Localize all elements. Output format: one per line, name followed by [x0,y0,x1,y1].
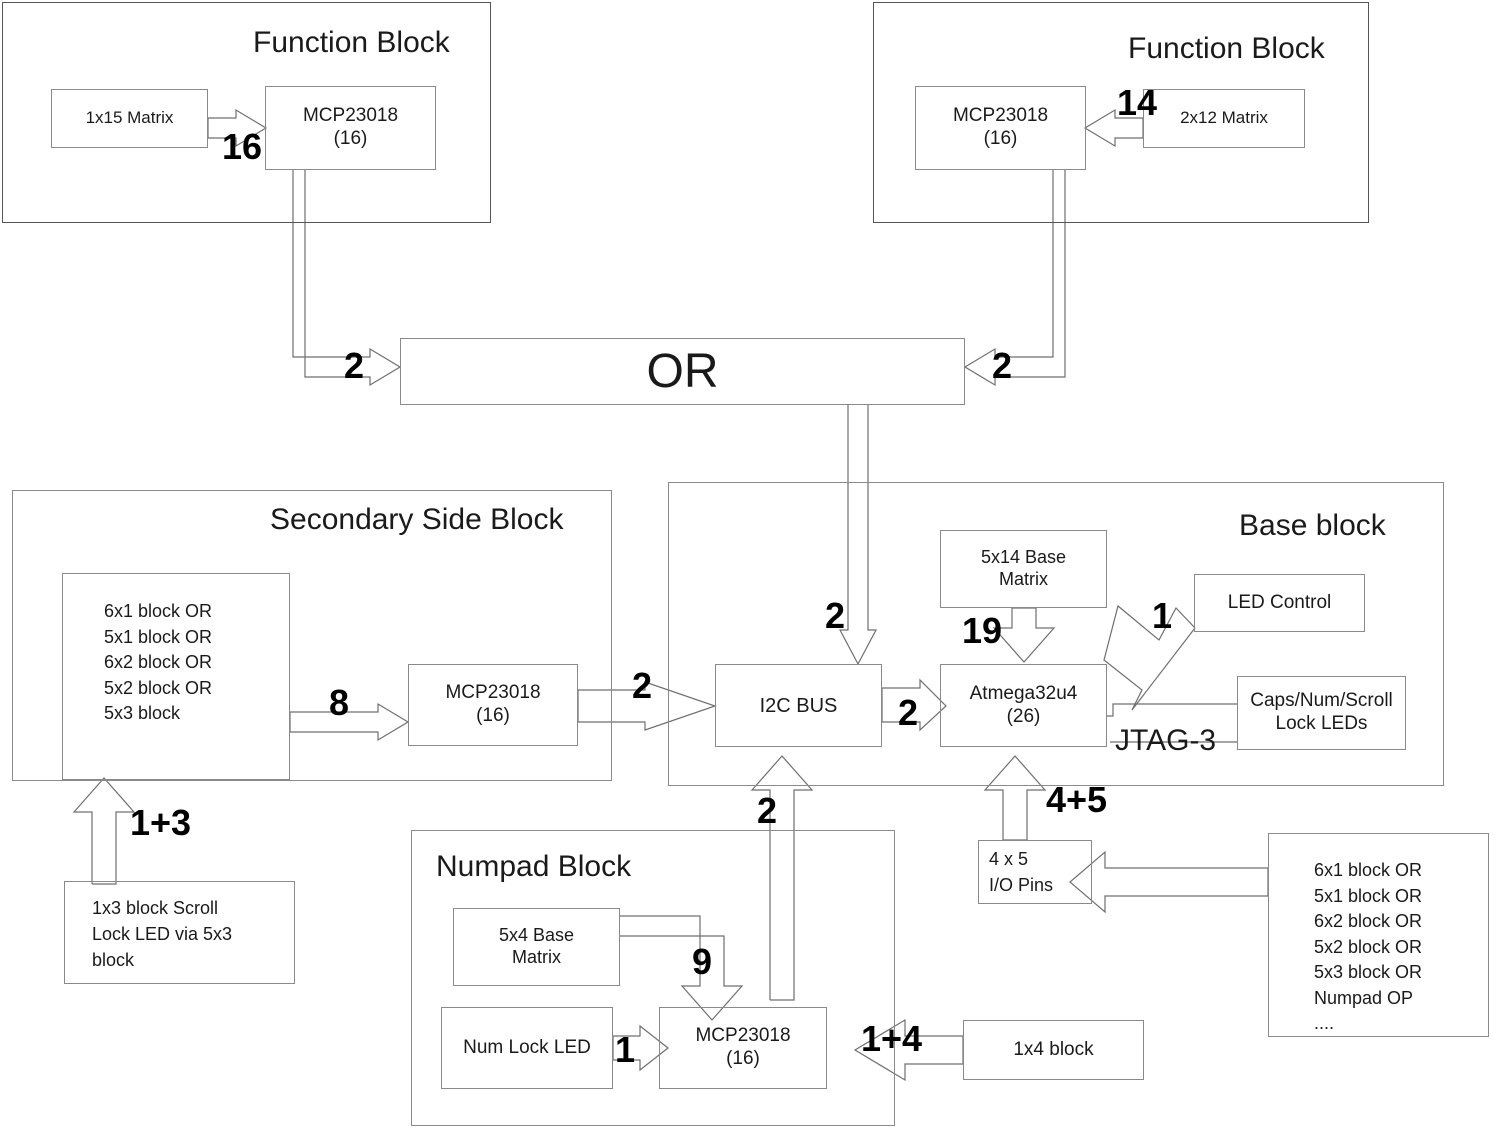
left-matrix-box[interactable] [51,89,208,148]
led-control-count: 1 [1152,595,1173,636]
left-expander-to-or-count: 2 [344,345,365,386]
or-to-i2c-count: 2 [825,595,846,636]
right-matrix-to-expander-count: 14 [1117,82,1158,123]
side-blocks-list-box[interactable] [1268,833,1489,1037]
i2c-bus-box[interactable] [715,664,882,747]
scroll-lock-led-box[interactable] [64,881,295,984]
base-matrix-box[interactable] [940,530,1107,608]
num-lock-led-box[interactable] [441,1007,613,1089]
numpad-extra-block-box[interactable] [963,1020,1144,1080]
left-matrix-to-expander-count: 16 [222,126,263,167]
mcu-box[interactable] [940,664,1107,747]
numpad-expander-box[interactable] [659,1007,827,1089]
numpad-matrix-to-expander-count: 9 [692,941,713,982]
io-pins-to-mcu-count: 4+5 [1046,779,1108,820]
base-block-title: Base block [1239,509,1386,542]
right-expander-to-or-count: 2 [992,345,1013,386]
left-expander-box[interactable] [265,86,436,170]
io-pins-box[interactable] [978,840,1092,904]
right-function-block-title: Function Block [1128,32,1325,65]
left-function-block-title: Function Block [253,26,450,59]
secondary-expander-to-i2c-count: 2 [632,665,653,706]
secondary-side-block-title: Secondary Side Block [270,503,564,536]
numpad-block-title: Numpad Block [436,850,632,883]
numpad-extra-block-count: 1+4 [861,1018,923,1059]
base-matrix-to-mcu-count: 19 [962,610,1003,651]
num-lock-count: 1 [615,1029,636,1070]
scroll-lock-to-blocks-count: 1+3 [130,802,192,843]
secondary-expander-box[interactable] [408,664,578,746]
numpad-base-matrix-box[interactable] [453,908,620,986]
jtag-label: JTAG-3 [1115,724,1217,757]
i2c-to-mcu-count: 2 [898,692,919,733]
right-matrix-box[interactable] [1143,89,1305,148]
secondary-blocks-to-expander-count: 8 [329,682,350,723]
base-block-container [668,482,1444,786]
secondary-blocks-list-box[interactable] [62,573,290,780]
right-expander-box[interactable] [915,86,1086,170]
lock-leds-box[interactable] [1237,676,1406,750]
numpad-to-i2c-count: 2 [757,790,778,831]
secondary-side-block-container [12,490,612,781]
or-gate-box[interactable] [400,338,965,405]
left-function-block-container [2,2,491,223]
right-function-block-container [873,2,1369,223]
led-control-box[interactable] [1194,574,1365,632]
numpad-block-container [411,830,895,1126]
